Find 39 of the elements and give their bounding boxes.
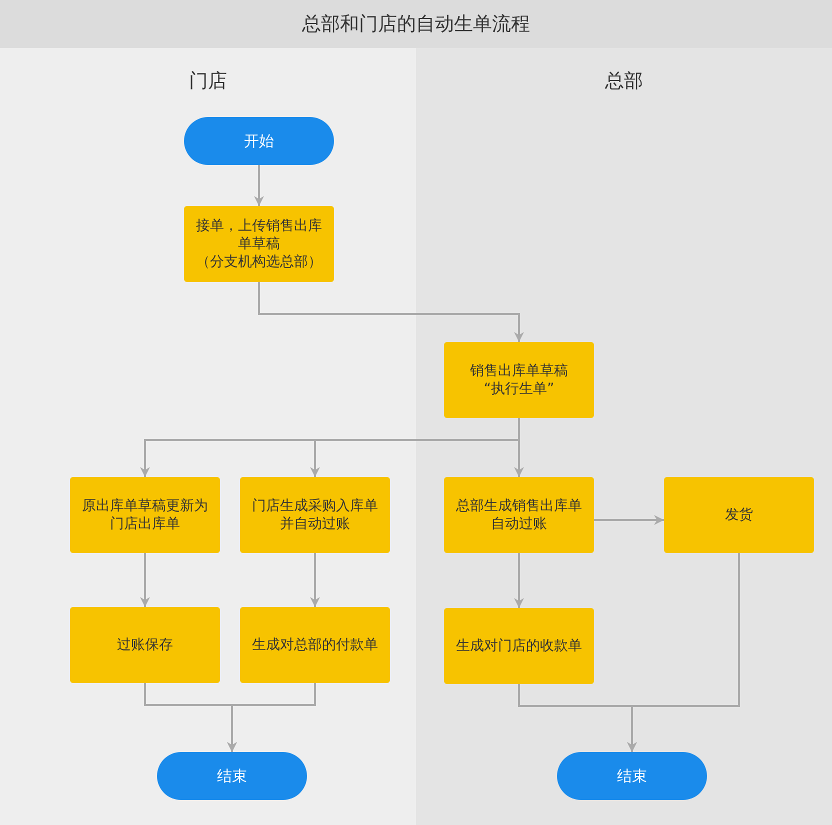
step-text: 生成对门店的收款单 xyxy=(456,637,582,655)
terminal-pill xyxy=(157,752,307,800)
process-box xyxy=(240,477,390,553)
terminal-label: 开始 xyxy=(244,132,274,150)
step-text: 原出库单草稿更新为门店出库单 xyxy=(81,497,209,533)
terminal-label: 结束 xyxy=(617,767,647,785)
swimlane xyxy=(416,48,832,825)
arrow xyxy=(518,684,637,752)
arrow xyxy=(140,553,150,607)
lane-title: 总部 xyxy=(604,69,644,94)
lane-title: 门店 xyxy=(188,69,228,94)
step-text: 门店生成采购入库单并自动过账 xyxy=(251,497,379,533)
process-box xyxy=(184,206,334,282)
arrow xyxy=(310,553,320,607)
step-text: “执行生单” xyxy=(484,380,554,398)
terminal-label: 结束 xyxy=(217,767,247,785)
arrow xyxy=(594,515,664,525)
process-box xyxy=(444,477,594,553)
process-box xyxy=(444,342,594,418)
step-text: 生成对总部的付款单 xyxy=(252,636,378,654)
step-text: 过账保存 xyxy=(117,636,173,654)
arrow xyxy=(227,683,316,752)
arrow xyxy=(258,282,524,342)
process-box xyxy=(444,608,594,684)
title-bar: 总部和门店的自动生单流程 xyxy=(0,0,832,48)
process-box xyxy=(664,477,814,553)
step-text: 销售出库单草稿 xyxy=(470,362,568,380)
step-text: 接单，上传销售出库单草稿 xyxy=(195,217,323,253)
step-text: 发货 xyxy=(725,506,753,524)
terminal-pill xyxy=(557,752,707,800)
terminal-pill xyxy=(184,117,334,165)
arrow xyxy=(514,553,524,608)
process-box xyxy=(70,477,220,553)
process-box xyxy=(70,607,220,683)
process-box xyxy=(240,607,390,683)
step-text: 总部生成销售出库单自动过账 xyxy=(455,497,583,533)
arrow xyxy=(254,165,264,206)
arrow xyxy=(514,418,524,477)
step-text: （分支机构选总部） xyxy=(196,253,322,271)
